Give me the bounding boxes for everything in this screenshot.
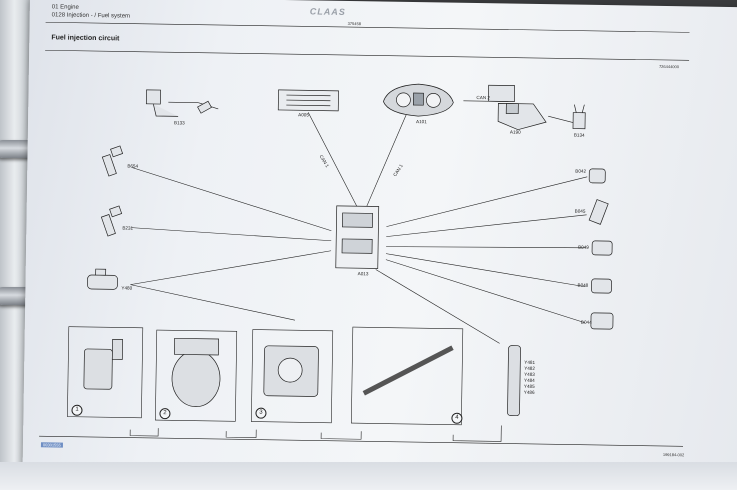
label-b654: B654: [127, 163, 139, 169]
label-y483: Y483: [524, 371, 535, 377]
label-a101: A101: [416, 119, 427, 125]
label-b044: B044: [580, 319, 592, 325]
footer-left-code: 00301555: [40, 442, 63, 448]
label-y486: Y486: [523, 389, 535, 395]
diagram-lines: [39, 21, 690, 447]
brand-logo: CLAAS: [309, 6, 346, 17]
next-page-edge: [0, 462, 737, 490]
label-b133: B133: [173, 120, 185, 126]
label-y482: Y482: [524, 365, 535, 371]
label-b045: B045: [574, 208, 586, 214]
label-y480: Y480: [121, 285, 133, 291]
label-y484: Y484: [523, 377, 535, 383]
header-subsection: 0128 Injection - / Fuel system: [51, 12, 131, 20]
label-a013: A013: [357, 271, 369, 277]
manual-page: 01 Engine 0128 Injection - / Fuel system…: [22, 0, 737, 478]
diagram-title: Fuel injection circuit: [51, 34, 120, 43]
label-y481: Y481: [524, 359, 536, 365]
right-code: 726444000: [658, 63, 680, 70]
label-b049: B049: [578, 244, 589, 250]
box-number-1: 1: [71, 404, 83, 416]
label-y485: Y485: [523, 383, 535, 389]
label-can2: CAN 2: [476, 95, 491, 101]
footer-right-code: 199184-002: [662, 451, 685, 458]
header-section: 01 Engine: [51, 4, 79, 11]
label-b231: B231: [122, 225, 134, 231]
label-b134: B134: [573, 132, 585, 138]
page-code-top: 375458: [347, 20, 362, 27]
box-number-3: 3: [255, 407, 267, 419]
label-b048: B048: [577, 282, 589, 288]
label-a190: A190: [509, 129, 521, 135]
label-a005: A005: [298, 112, 309, 118]
label-b042: B042: [575, 168, 587, 174]
